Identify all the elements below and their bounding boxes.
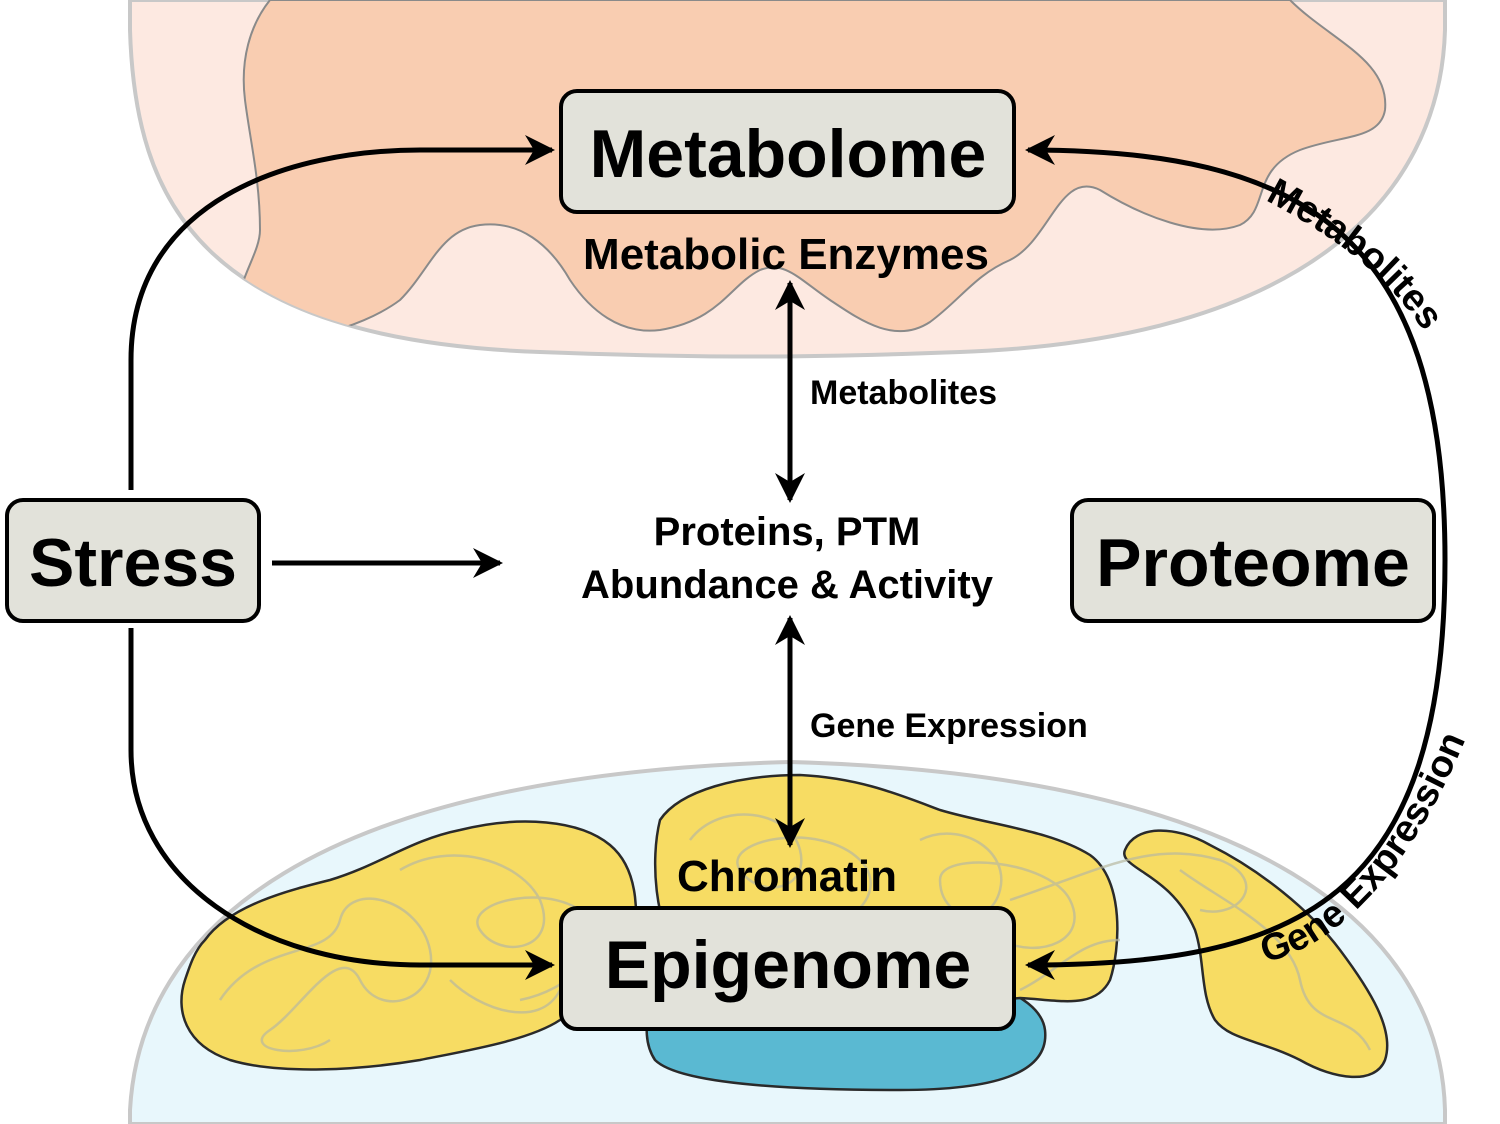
proteome-box [1070,498,1436,623]
abundance-activity-label: Abundance & Activity [581,563,994,607]
stress-box [5,498,261,623]
metabolome-node: Metabolome [559,89,1016,214]
metabolome-label: Metabolome [590,116,987,192]
arrow-metabolites-curve [1025,135,1448,561]
arrows [128,135,1448,980]
stress-node: Stress [5,498,261,623]
proteome-label: Proteome [1096,525,1410,601]
metabolic-enzymes-label: Metabolic Enzymes [583,230,989,279]
arrow-stress-to-metabolome [128,135,555,490]
gene-expression-center-label: Gene Expression [810,707,1088,745]
arrow-stress-to-epigenome [128,628,555,980]
chromatin-right [1123,829,1389,1079]
metabolome-box [559,89,1016,214]
chromatin-label: Chromatin [677,852,897,901]
proteins-ptm-label: Proteins, PTM [654,510,921,554]
epigenome-label: Epigenome [605,927,972,1003]
stress-label: Stress [29,525,237,601]
epigenome-node: Epigenome [559,906,1016,1031]
metabolites-center-label: Metabolites [810,374,997,412]
epigenome-box [559,906,1016,1031]
proteome-node: Proteome [1070,498,1436,623]
arrow-gene-expression-curve [1025,559,1448,980]
